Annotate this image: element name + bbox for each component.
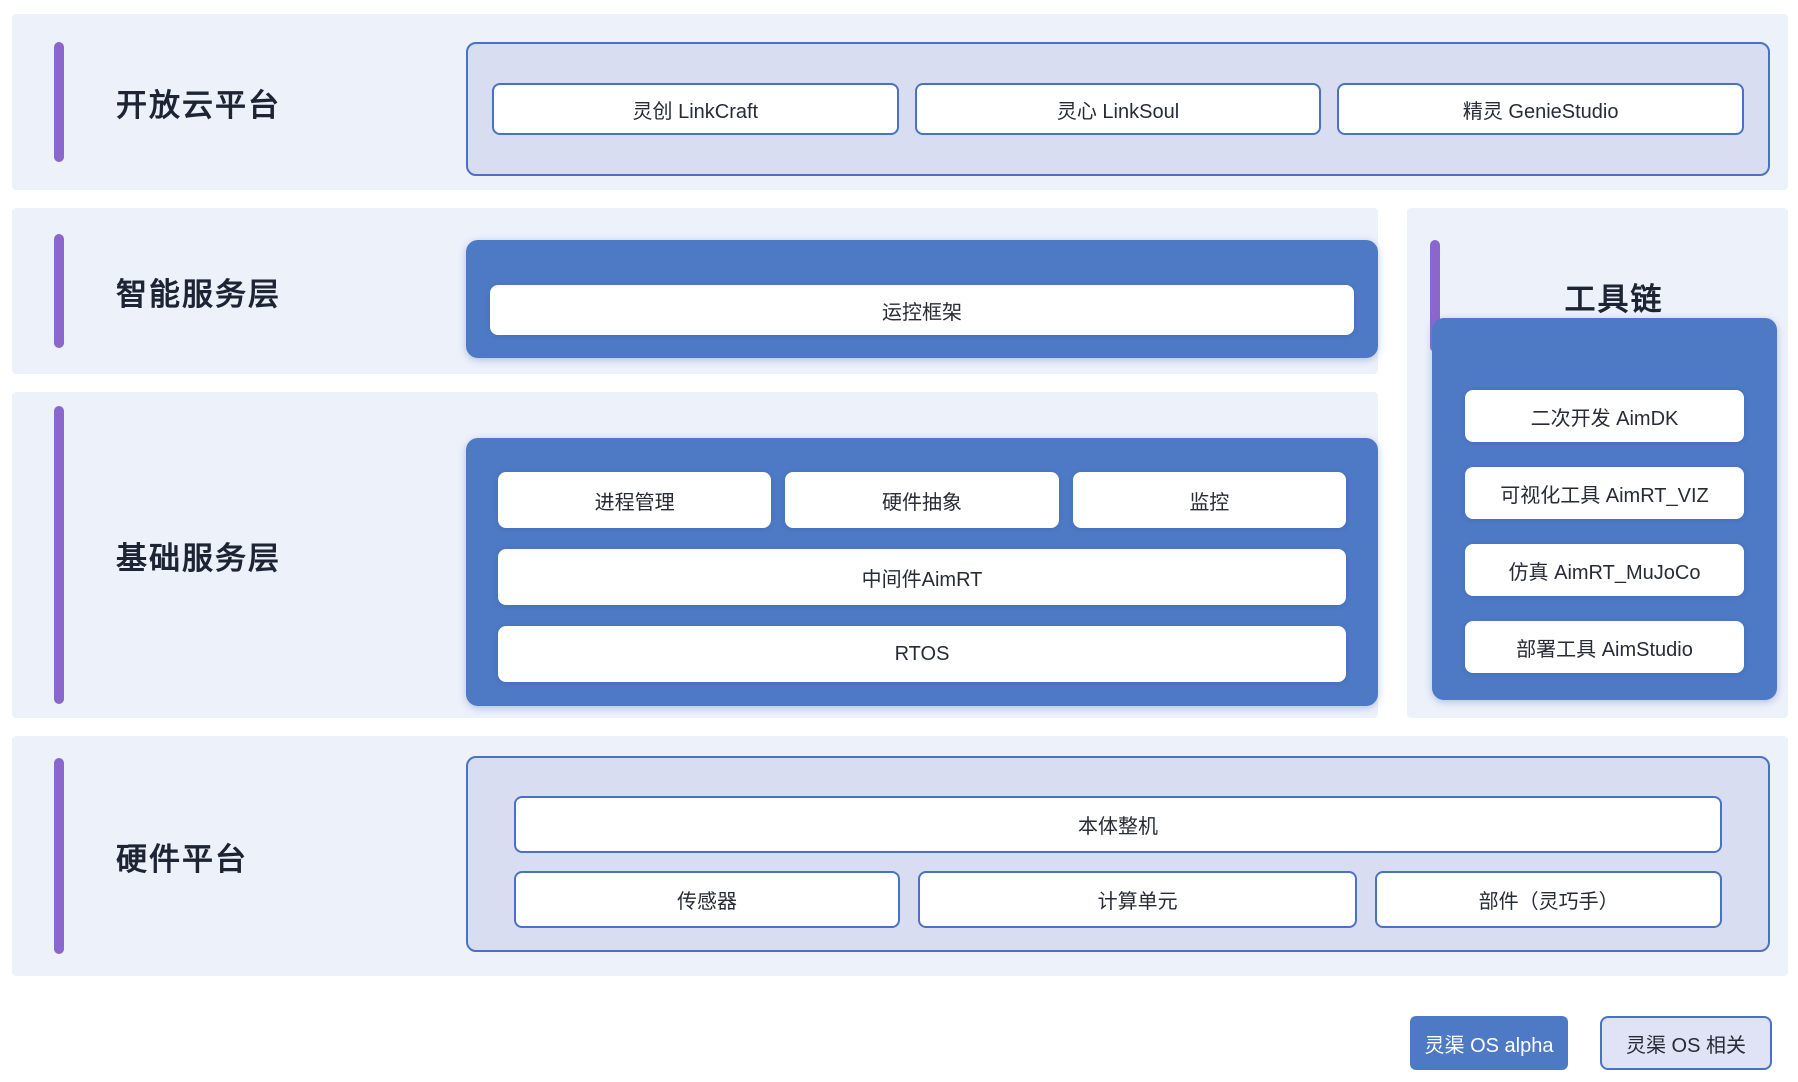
product-chip-linkcraft: 灵创 LinkCraft (492, 83, 899, 135)
product-chip-linksoul: 灵心 LinkSoul (914, 83, 1322, 135)
toolchain-panel: 工具链 二次开发 AimDK 可视化工具 AimRT_VIZ 仿真 AimRT_… (1407, 208, 1788, 718)
layer-label: 开放云平台 (54, 14, 281, 190)
layer-panel-hardware: 硬件平台 本体整机 传感器 计算单元 部件（灵巧手） (12, 736, 1788, 976)
layer-label: 智能服务层 (54, 208, 281, 374)
intelligent-service-container: 运控框架 (466, 240, 1378, 358)
layer-title-hardware: 硬件平台 (116, 841, 248, 877)
layer-label: 基础服务层 (54, 392, 281, 718)
open-cloud-container: 灵创 LinkCraft 灵心 LinkSoul 精灵 GenieStudio (466, 42, 1770, 176)
accent-bar (54, 42, 64, 162)
accent-bar (54, 406, 64, 704)
intelligent-service-items: 运控框架 (466, 240, 1378, 358)
tool-chip-aimrt-mujoco: 仿真 AimRT_MuJoCo (1465, 544, 1744, 596)
tool-chip-aimdk: 二次开发 AimDK (1465, 390, 1744, 442)
module-chip-rtos: RTOS (498, 626, 1346, 682)
hardware-items: 本体整机 传感器 计算单元 部件（灵巧手） (468, 758, 1768, 950)
layer-title-open-cloud: 开放云平台 (116, 87, 281, 123)
module-chip-hardware-abstraction: 硬件抽象 (785, 472, 1059, 528)
hardware-container: 本体整机 传感器 计算单元 部件（灵巧手） (466, 756, 1770, 952)
module-chip-process-management: 进程管理 (498, 472, 772, 528)
tool-chip-aimstudio: 部署工具 AimStudio (1465, 621, 1744, 673)
layer-title-basic-service: 基础服务层 (116, 540, 281, 576)
accent-bar (54, 758, 64, 954)
hardware-chip-compute-unit: 计算单元 (917, 871, 1358, 928)
module-chip-monitoring: 监控 (1072, 472, 1346, 528)
tool-chip-aimrt-viz: 可视化工具 AimRT_VIZ (1465, 467, 1744, 519)
toolchain-container: 二次开发 AimDK 可视化工具 AimRT_VIZ 仿真 AimRT_MuJo… (1432, 318, 1777, 700)
legend-lingqu-os-related: 灵渠 OS 相关 (1600, 1016, 1772, 1070)
hardware-chip-parts-dexterous-hand: 部件（灵巧手） (1375, 871, 1722, 928)
toolchain-label: 工具链 (1430, 240, 1788, 352)
layer-panel-basic-service: 基础服务层 进程管理 硬件抽象 监控 中间件AimRT RTOS (12, 392, 1378, 718)
accent-bar (1430, 240, 1440, 352)
hardware-chip-robot-body: 本体整机 (514, 796, 1722, 853)
hardware-chip-sensors: 传感器 (514, 871, 900, 928)
module-chip-middleware-aimrt: 中间件AimRT (498, 549, 1346, 605)
basic-service-top-row: 进程管理 硬件抽象 监控 (498, 472, 1346, 528)
product-chip-geniestudio: 精灵 GenieStudio (1337, 83, 1745, 135)
open-cloud-items: 灵创 LinkCraft 灵心 LinkSoul 精灵 GenieStudio (468, 44, 1768, 174)
legend-lingqu-os-alpha: 灵渠 OS alpha (1410, 1016, 1568, 1070)
layer-panel-open-cloud: 开放云平台 灵创 LinkCraft 灵心 LinkSoul 精灵 GenieS… (12, 14, 1788, 190)
layer-label: 硬件平台 (54, 736, 248, 976)
basic-service-container: 进程管理 硬件抽象 监控 中间件AimRT RTOS (466, 438, 1378, 706)
hardware-bottom-row: 传感器 计算单元 部件（灵巧手） (514, 871, 1722, 928)
accent-bar (54, 234, 64, 348)
basic-service-items: 进程管理 硬件抽象 监控 中间件AimRT RTOS (466, 438, 1378, 706)
layer-title-intelligent-service: 智能服务层 (116, 276, 281, 312)
layer-panel-intelligent-service: 智能服务层 运控框架 (12, 208, 1378, 374)
toolchain-title: 工具链 (1564, 281, 1664, 317)
module-chip-motion-control-framework: 运控框架 (490, 285, 1354, 335)
toolchain-items: 二次开发 AimDK 可视化工具 AimRT_VIZ 仿真 AimRT_MuJo… (1432, 318, 1777, 700)
